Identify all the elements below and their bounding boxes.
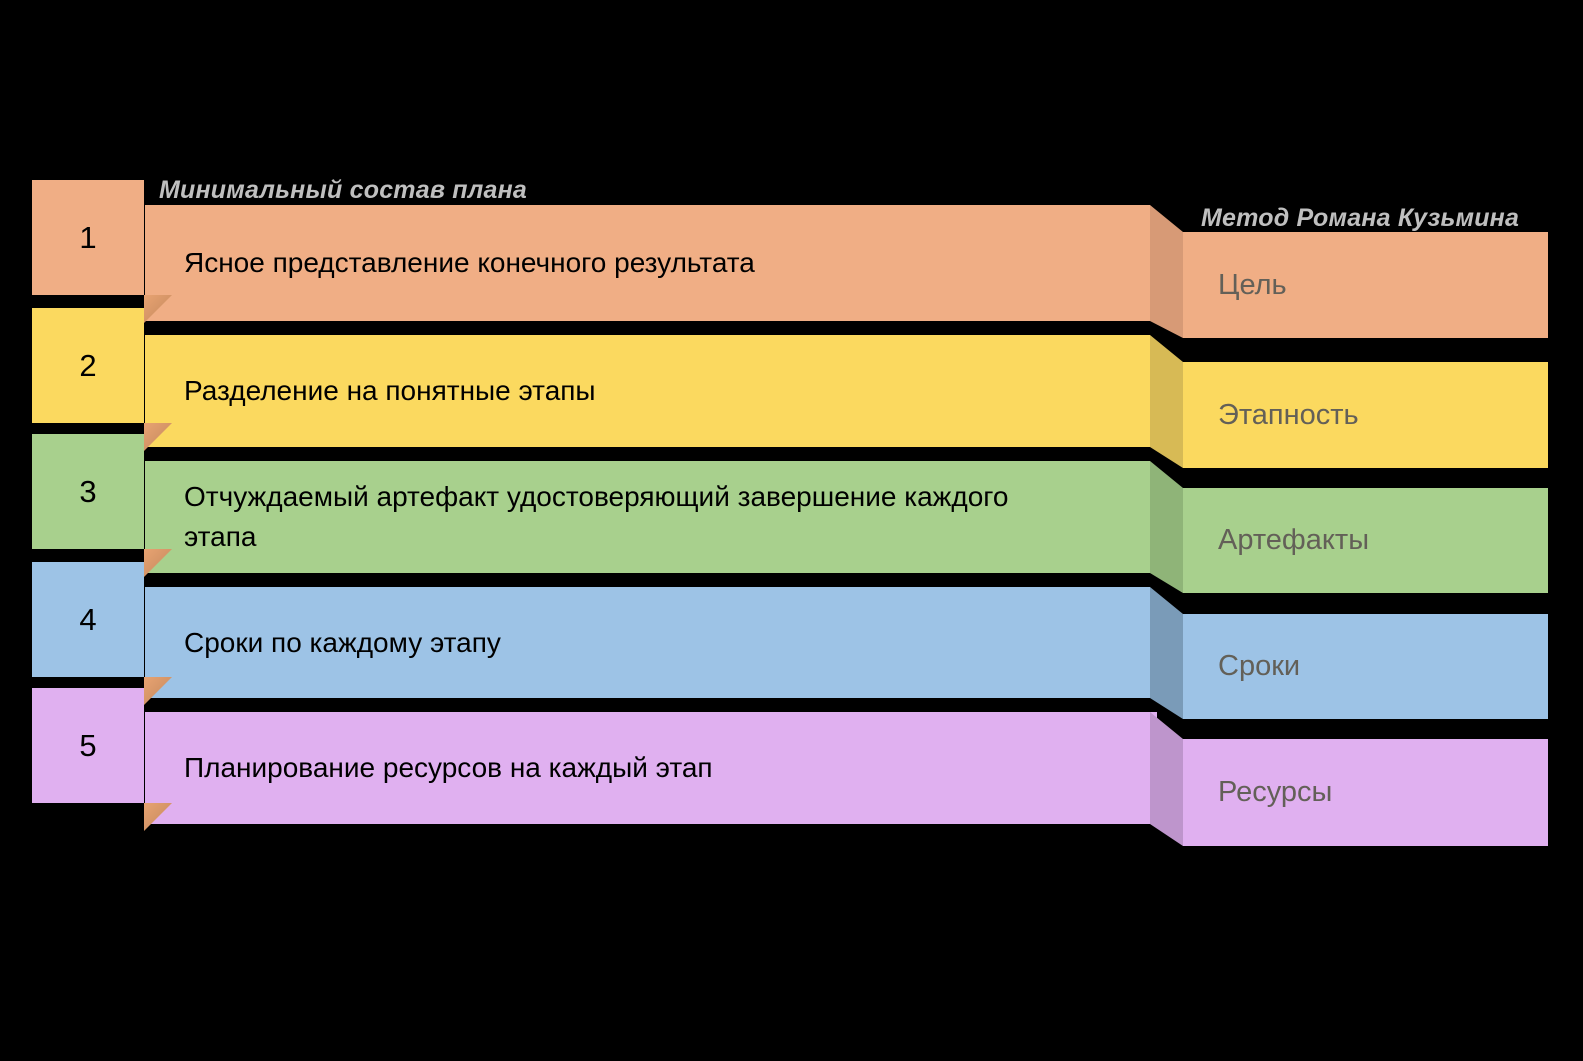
method-panel-label: Ресурсы <box>1218 776 1333 809</box>
plan-item-bar-5[interactable]: Планирование ресурсов на каждый этап <box>145 712 1157 824</box>
plan-item-text: Планирование ресурсов на каждый этап <box>184 752 713 784</box>
right-section-header: Метод Романа Кузьмина <box>1201 204 1520 232</box>
method-panel-5[interactable]: Ресурсы <box>1183 739 1548 846</box>
number-chip-2[interactable]: 2 <box>32 308 172 451</box>
number-chip-label: 3 <box>79 473 97 509</box>
plan-item-bar-1[interactable]: Ясное представление конечного результата <box>145 205 1150 321</box>
plan-item-text: Сроки по каждому этапу <box>184 626 501 658</box>
method-panel-4[interactable]: Сроки <box>1183 614 1548 719</box>
plan-item-bar-4[interactable]: Сроки по каждому этапу <box>145 587 1150 698</box>
method-panel-2[interactable]: Этапность <box>1183 362 1548 468</box>
number-chip-label: 5 <box>79 727 97 763</box>
number-chip-5[interactable]: 5 <box>32 688 172 831</box>
bend-connector <box>1150 205 1183 338</box>
number-chip-1[interactable]: 1 <box>32 180 172 323</box>
number-chip-3[interactable]: 3 <box>32 434 172 577</box>
bend-connector <box>1150 587 1183 719</box>
method-panel-1[interactable]: Цель <box>1183 232 1548 338</box>
method-panel-label: Цель <box>1218 268 1287 301</box>
bend-connector <box>1150 461 1183 593</box>
bend-connector <box>1150 335 1183 468</box>
plan-item-bar-2[interactable]: Разделение на понятные этапы <box>145 335 1150 447</box>
method-panel-label: Этапность <box>1218 398 1359 431</box>
number-chip-label: 2 <box>79 347 97 383</box>
plan-item-text: Отчуждаемый артефакт удостоверяющий заве… <box>184 481 1009 552</box>
number-chip-label: 1 <box>79 219 97 255</box>
method-panel-label: Сроки <box>1218 650 1301 683</box>
method-panel-label: Артефакты <box>1218 524 1370 557</box>
number-chip-4[interactable]: 4 <box>32 562 172 705</box>
number-chip-label: 4 <box>79 601 97 637</box>
plan-item-text: Ясное представление конечного результата <box>184 247 755 279</box>
plan-item-bar-3[interactable]: Отчуждаемый артефакт удостоверяющий заве… <box>145 461 1150 573</box>
method-panel-3[interactable]: Артефакты <box>1183 488 1548 593</box>
left-section-header: Минимальный состав плана <box>159 176 528 204</box>
plan-item-text: Разделение на понятные этапы <box>184 375 596 407</box>
